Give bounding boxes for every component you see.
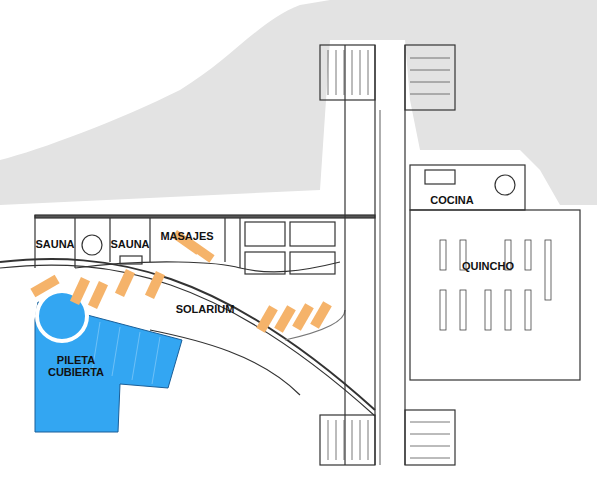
quincho-tables: [440, 240, 551, 330]
room-name: SOLARIUM: [176, 303, 235, 315]
room-label: PILETA CUBIERTA: [39, 353, 113, 379]
room-label: MASAJES: [158, 229, 215, 243]
room-name: PILETA CUBIERTA: [41, 354, 111, 378]
room-label: SOLARIUM: [174, 302, 237, 316]
terrain: [0, 0, 597, 205]
room-name: MASAJES: [160, 230, 213, 242]
room-label: SAUNA: [108, 237, 151, 251]
room-name: SAUNA: [35, 238, 74, 250]
room-name: SAUNA: [110, 238, 149, 250]
room-name: QUINCHO: [462, 260, 514, 272]
loungers: [30, 230, 331, 333]
room-label: SAUNA: [33, 237, 76, 251]
room-label: COCINA: [428, 193, 475, 207]
room-name: COCINA: [430, 194, 473, 206]
stair-steps: [328, 50, 450, 460]
room-label: QUINCHO: [460, 259, 516, 273]
walls: [0, 45, 580, 465]
